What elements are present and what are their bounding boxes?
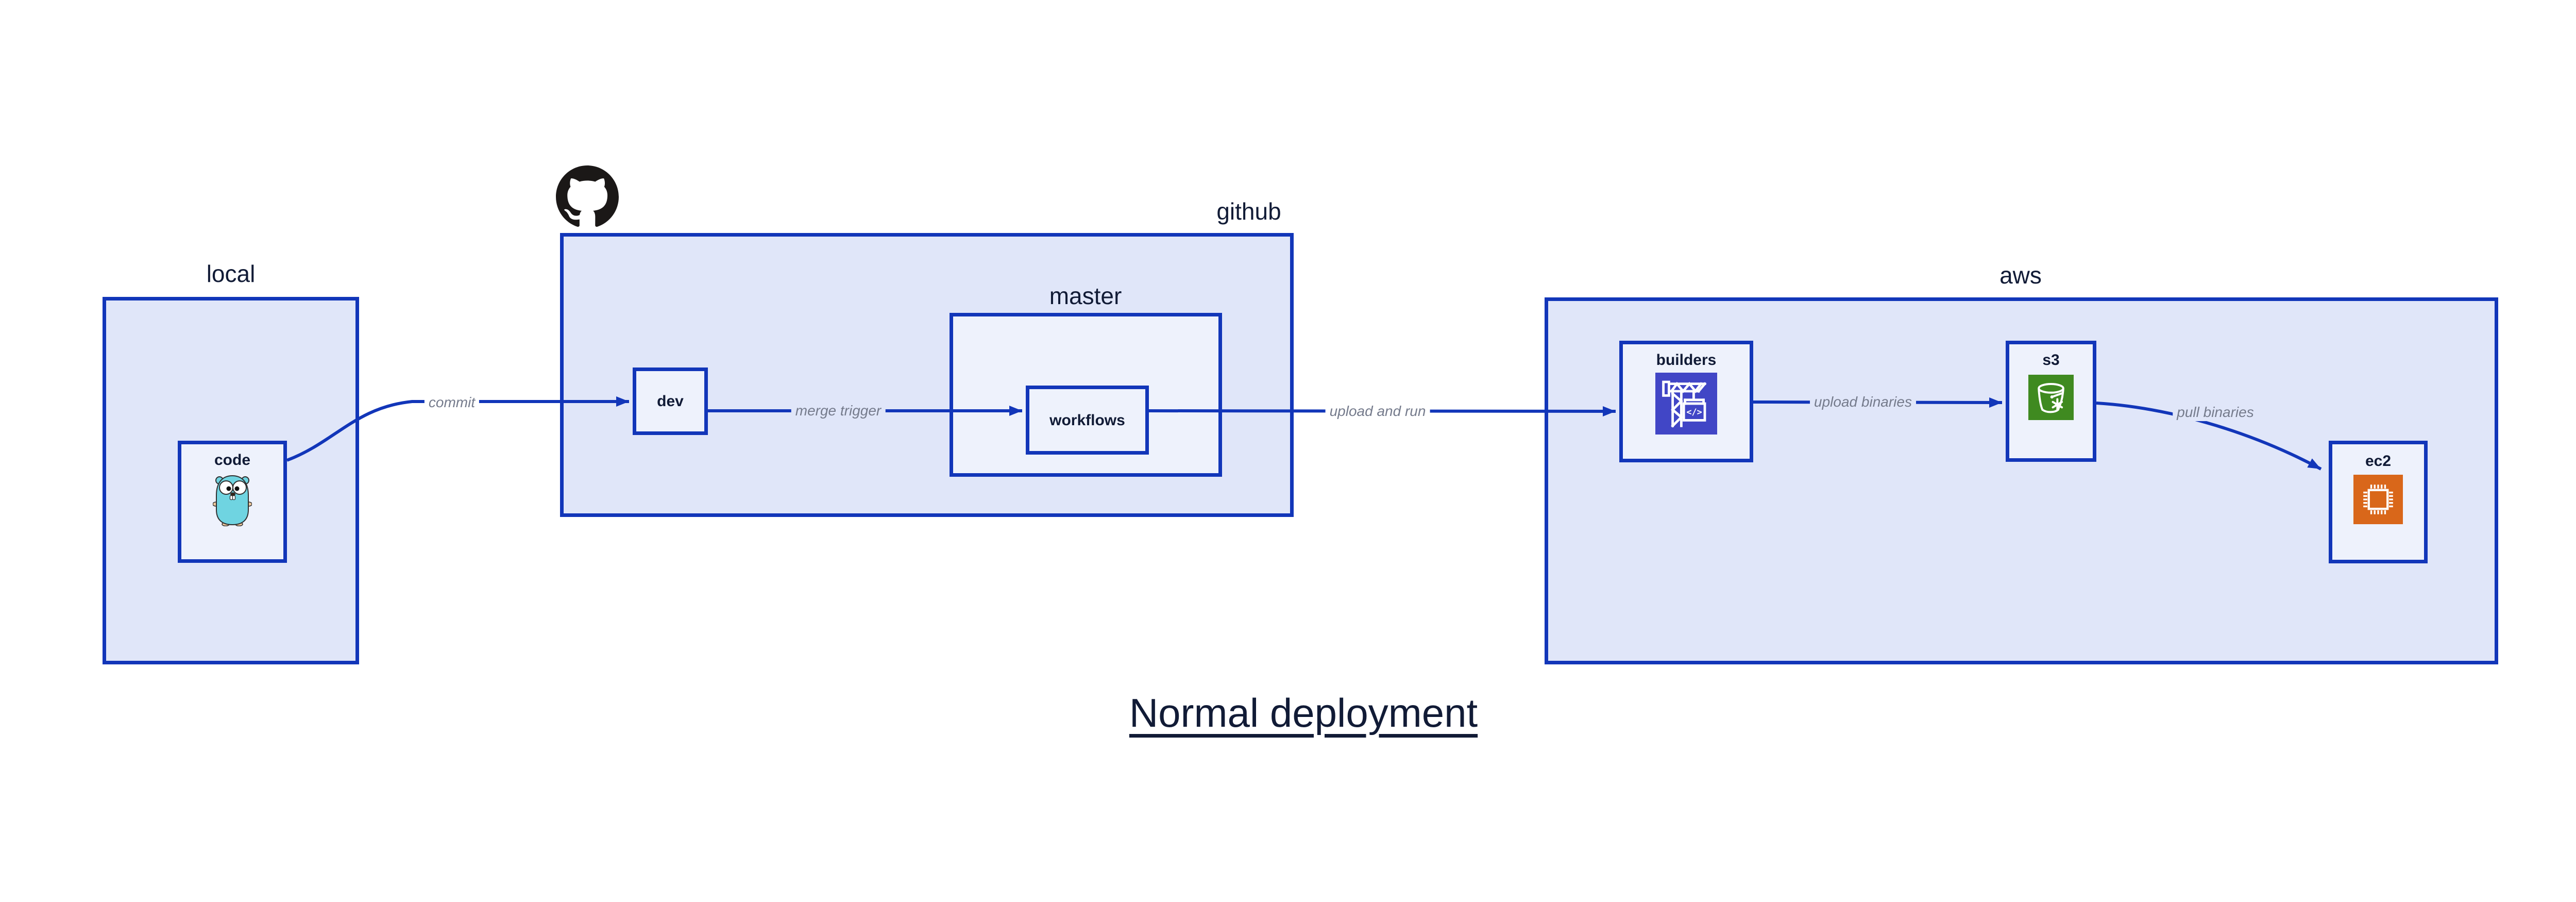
node-builders-label: builders (1656, 352, 1717, 369)
node-workflows: workflows (1026, 386, 1149, 455)
node-code-label: code (214, 452, 251, 469)
node-s3-label: s3 (2042, 352, 2060, 369)
edge-label-pull-binaries: pull binaries (2173, 404, 2258, 421)
group-github-label: github (1216, 198, 1281, 225)
node-dev-label: dev (657, 393, 684, 410)
edge-label-commit: commit (424, 394, 480, 411)
edge-label-upload-and-run: upload and run (1325, 403, 1430, 420)
node-code: code (178, 441, 287, 563)
node-dev: dev (633, 368, 708, 435)
node-ec2-label: ec2 (2365, 453, 2392, 470)
diagram-title: Normal deployment (1129, 690, 1478, 736)
group-aws-label: aws (1999, 262, 2042, 289)
node-ec2: ec2 (2329, 441, 2428, 563)
go-gopher-icon (213, 475, 252, 526)
group-local-label: local (206, 260, 256, 287)
codebuild-crane-icon: </> (1655, 373, 1717, 435)
s3-bucket-icon (2028, 375, 2074, 420)
group-master-label: master (1049, 282, 1122, 309)
github-octocat-icon (556, 165, 619, 227)
node-s3: s3 (2006, 341, 2096, 462)
node-workflows-label: workflows (1049, 411, 1125, 429)
edge-label-merge-trigger: merge trigger (791, 402, 886, 420)
ec2-chip-icon (2353, 475, 2403, 524)
edge-label-upload-binaries: upload binaries (1810, 393, 1916, 411)
node-builders: builders </> (1619, 341, 1753, 462)
codebuild-code-glyph: </> (1686, 407, 1702, 417)
